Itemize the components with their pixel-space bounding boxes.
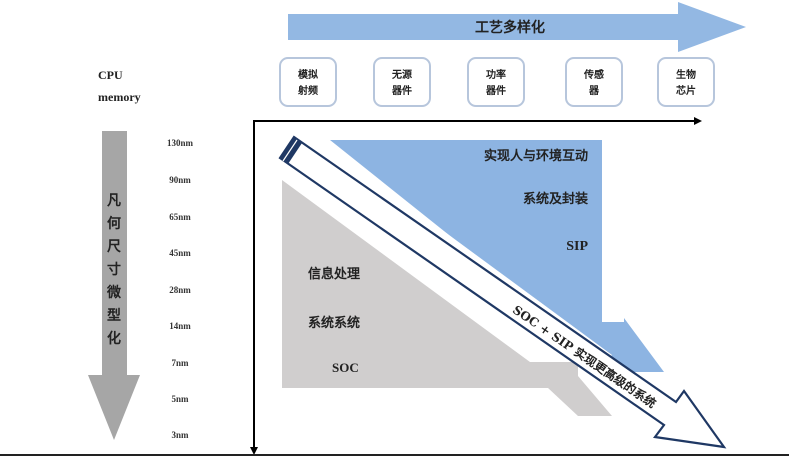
cpu-label: CPU (98, 68, 123, 82)
process-box-label-1: 生物 (676, 68, 696, 81)
tick-65nm: 65nm (169, 212, 191, 222)
miniaturization-arrow (88, 131, 140, 440)
miniaturization-label: 凡 何 尺 寸 微 型 化 (106, 193, 122, 347)
process-box-0: 模拟 射频 (279, 57, 337, 107)
process-box-label-2: 芯片 (676, 84, 696, 97)
svg-text:寸: 寸 (107, 261, 121, 278)
process-box-label-2: 器件 (391, 84, 412, 97)
sip-label-line2: 系统及封装 (523, 191, 588, 207)
process-box-3: 传感 器 (565, 57, 623, 107)
process-box-4: 生物 芯片 (657, 57, 715, 107)
svg-text:微: 微 (106, 284, 122, 301)
soc-region (282, 180, 612, 416)
tick-5nm: 5nm (171, 394, 189, 404)
process-box-label-1: 模拟 (298, 68, 318, 81)
tick-28nm: 28nm (169, 285, 191, 295)
process-box-label-2: 器件 (485, 84, 506, 97)
sip-region (330, 140, 664, 372)
svg-text:尺: 尺 (107, 239, 121, 255)
svg-text:何: 何 (107, 215, 121, 232)
process-box-label-1: 功率 (486, 68, 506, 81)
axes (250, 117, 702, 455)
soc-label-line2: 系统系统 (308, 315, 360, 331)
svg-text:型: 型 (107, 307, 121, 324)
process-box-label-1: 无源 (391, 68, 412, 81)
tick-45nm: 45nm (169, 248, 191, 258)
sip-label-line1: 实现人与环境互动 (484, 148, 588, 164)
soc-label-line3: SOC (332, 360, 359, 375)
process-node-ticks: 130nm 90nm 65nm 45nm 28nm 14nm 7nm 5nm 3… (167, 138, 194, 440)
process-box-label-2: 器 (588, 85, 600, 97)
tick-130nm: 130nm (167, 138, 194, 148)
x-axis-arrowhead-icon (694, 117, 702, 125)
process-diversification-arrow (288, 2, 746, 52)
memory-label: memory (98, 90, 141, 104)
process-box-1: 无源 器件 (373, 57, 431, 107)
process-box-label-1: 传感 (583, 68, 604, 81)
tick-90nm: 90nm (169, 175, 191, 185)
process-box-label-2: 射频 (297, 84, 318, 97)
y-axis-arrowhead-icon (250, 447, 258, 455)
tick-14nm: 14nm (169, 321, 191, 331)
soc-label-line1: 信息处理 (308, 266, 360, 282)
svg-text:化: 化 (107, 330, 121, 347)
tick-3nm: 3nm (171, 430, 189, 440)
tick-7nm: 7nm (171, 358, 189, 368)
process-diversification-label: 工艺多样化 (475, 19, 545, 36)
svg-text:凡: 凡 (107, 193, 121, 209)
sip-label-line3: SIP (566, 239, 588, 254)
process-box-2: 功率 器件 (467, 57, 525, 107)
